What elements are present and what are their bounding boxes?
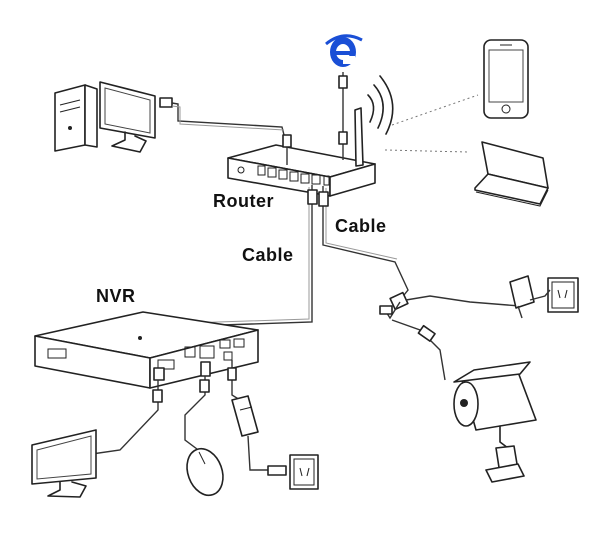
monitor <box>31 429 97 498</box>
mouse <box>186 447 224 497</box>
smartphone <box>483 39 529 119</box>
power-adapter <box>231 395 259 437</box>
router <box>227 75 394 197</box>
bullet-camera <box>453 361 537 483</box>
nvr-label: NVR <box>96 286 136 306</box>
cable-label-left: Cable <box>242 245 294 265</box>
nvr <box>34 311 259 389</box>
internet-icon <box>325 34 363 67</box>
camera-splitter <box>379 291 521 381</box>
router-label: Router <box>213 191 274 211</box>
laptop <box>474 141 549 207</box>
desktop-pc <box>54 81 173 153</box>
wall-outlet-nvr <box>267 454 319 490</box>
wall-outlet-camera <box>509 275 579 319</box>
cable-label-right: Cable <box>335 216 387 236</box>
